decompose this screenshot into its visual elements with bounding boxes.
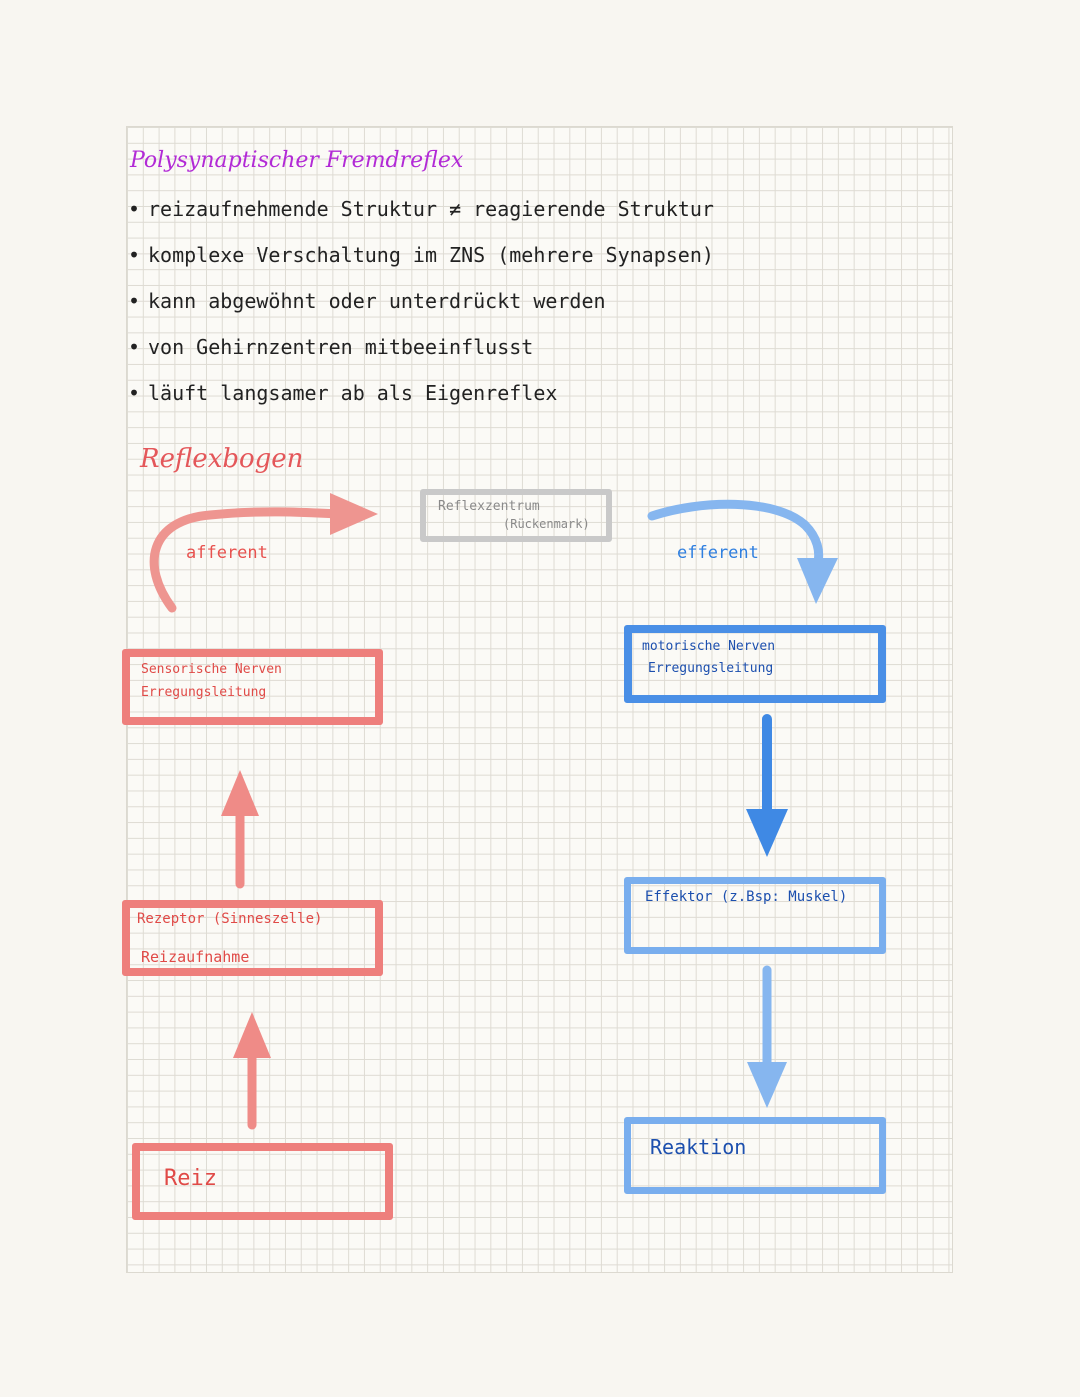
reaction-label: Reaktion xyxy=(650,1135,747,1159)
bullet-text: kann abgewöhnt oder unterdrückt werden xyxy=(148,289,606,313)
arrowhead-down-icon xyxy=(746,809,788,857)
effector-label: Effektor (z.Bsp: Muskel) xyxy=(645,889,848,905)
efferent-arrowhead-icon xyxy=(797,558,838,604)
bullet-dot: • xyxy=(128,381,141,405)
bullet-4: • von Gehirnzentren mitbeeinflusst xyxy=(128,335,533,359)
bullet-dot: • xyxy=(128,197,141,221)
motor-nerves-label: motorische Nerven xyxy=(642,639,776,654)
sensory-nerves-label: Sensorische Nerven xyxy=(141,662,282,677)
arrowhead-up-icon xyxy=(221,770,259,816)
arrowhead-down-icon xyxy=(747,1062,787,1108)
diagram-heading: Reflexbogen xyxy=(140,444,304,474)
bullet-3: • kann abgewöhnt oder unterdrückt werden xyxy=(128,289,606,313)
receptor-label: Rezeptor (Sinneszelle) xyxy=(137,911,323,927)
reaction-box xyxy=(624,1117,886,1194)
sensory-nerves-sublabel: Erregungsleitung xyxy=(141,685,267,700)
efferent-label: efferent xyxy=(677,543,759,563)
bullet-5: • läuft langsamer ab als Eigenreflex xyxy=(128,381,557,405)
bullet-text: läuft langsamer ab als Eigenreflex xyxy=(148,381,558,405)
bullet-dot: • xyxy=(128,335,141,359)
note-title: Polysynaptischer Fremdreflex xyxy=(130,148,464,173)
bullet-1: • reizaufnehmende Struktur ≠ reagierende … xyxy=(128,197,714,221)
arrowhead-up-icon xyxy=(233,1012,271,1058)
efferent-arrow-icon xyxy=(647,499,824,567)
receptor-sublabel: Reizaufnahme xyxy=(141,948,250,966)
bullet-text: komplexe Verschaltung im ZNS (mehrere Sy… xyxy=(148,243,714,267)
stimulus-box xyxy=(132,1143,393,1220)
stimulus-label: Reiz xyxy=(164,1166,217,1191)
effector-box xyxy=(624,877,886,954)
sensory-nerves-box xyxy=(122,649,383,725)
afferent-arrow-icon xyxy=(149,507,343,613)
bullet-text: reizaufnehmende Struktur ≠ reagierende S… xyxy=(148,197,714,221)
bullet-dot: • xyxy=(128,289,141,313)
motor-nerves-sublabel: Erregungsleitung xyxy=(648,661,774,676)
motor-nerves-box xyxy=(624,625,886,703)
reflex-center-sublabel: (Rückenmark) xyxy=(503,517,590,531)
reflex-center-box xyxy=(420,489,612,542)
afferent-arrowhead-icon xyxy=(330,493,378,535)
reflex-center-label: Reflexzentrum xyxy=(438,499,540,514)
receptor-box xyxy=(122,900,383,976)
bullet-2: • komplexe Verschaltung im ZNS (mehrere S… xyxy=(128,243,714,267)
bullet-text: von Gehirnzentren mitbeeinflusst xyxy=(148,335,534,359)
bullet-dot: • xyxy=(128,243,141,267)
afferent-label: afferent xyxy=(186,543,268,563)
